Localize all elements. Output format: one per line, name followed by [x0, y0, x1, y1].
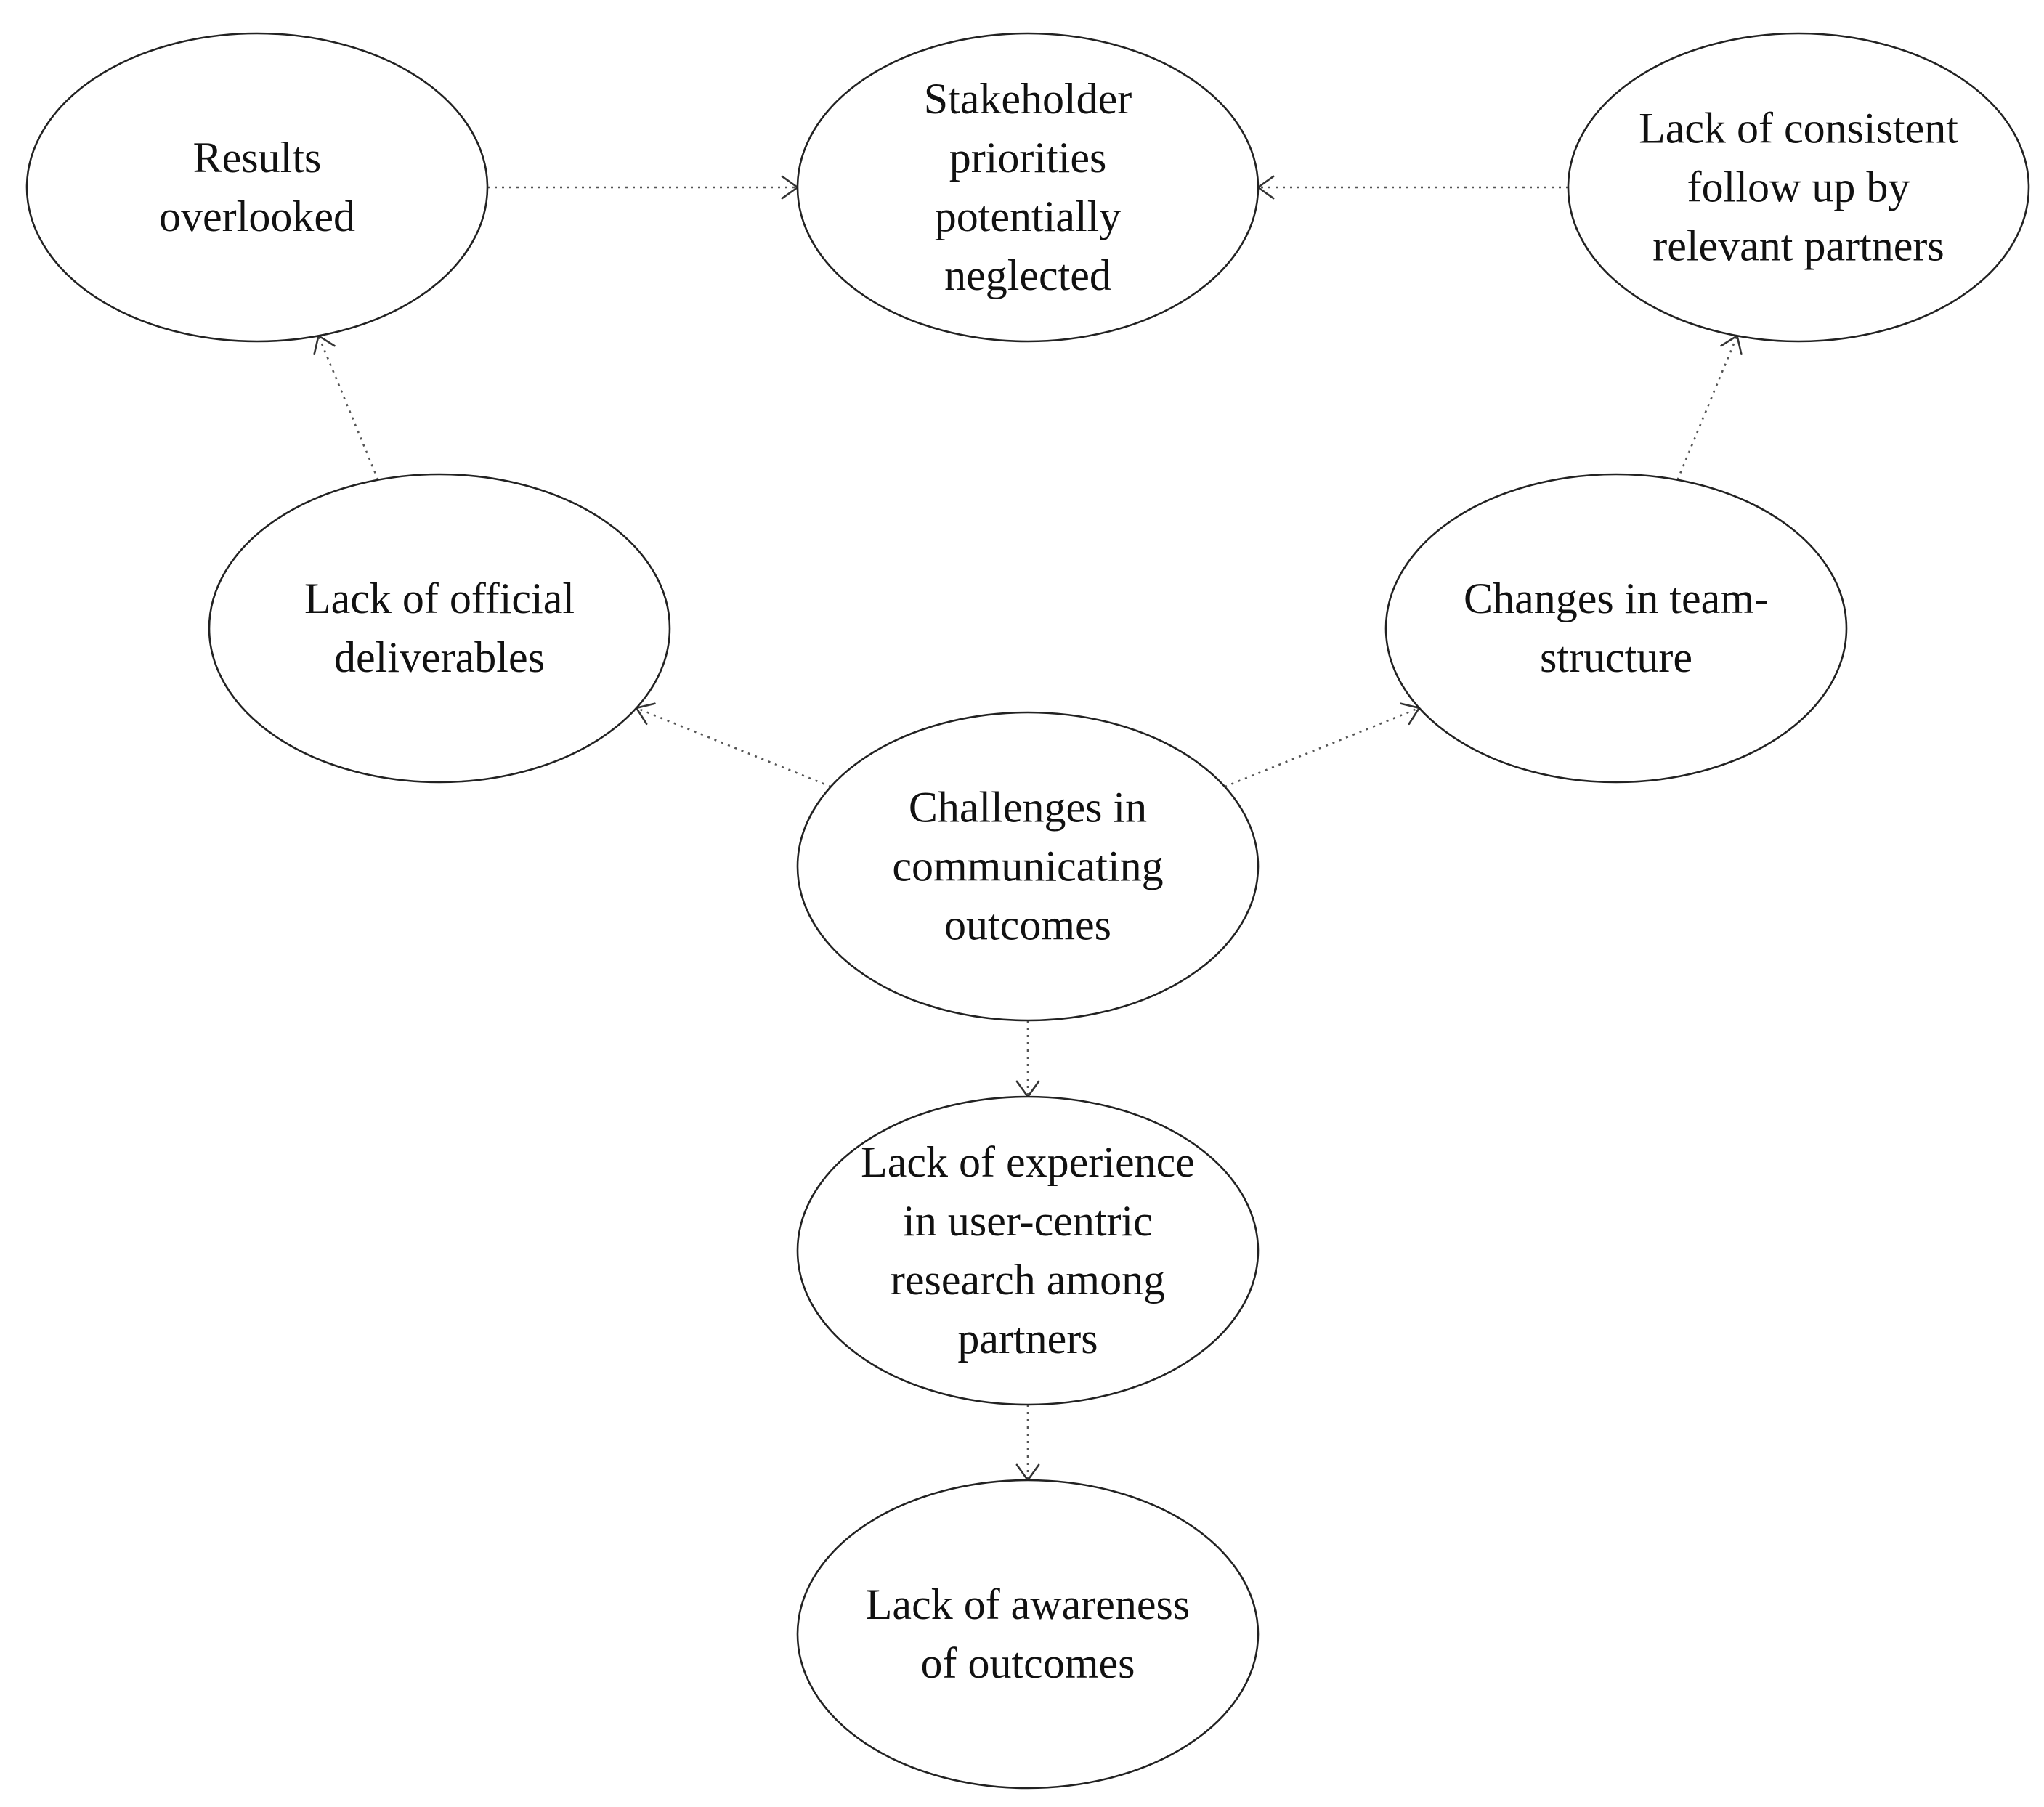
node-results-overlooked	[25, 32, 489, 343]
node-lack-deliverables	[208, 473, 671, 784]
node-lack-awareness	[796, 1479, 1260, 1790]
nodes-layer	[25, 32, 2030, 1790]
node-label-line: deliverables	[334, 633, 545, 681]
node-label-line: Changes in team-	[1464, 574, 1769, 622]
node-label-line: outcomes	[944, 901, 1111, 949]
node-label-lack-awareness: Lack of awareness of outcomes	[866, 1575, 1190, 1693]
node-stakeholder-priorities	[796, 32, 1260, 343]
node-label-line: Lack of awareness	[865, 1580, 1191, 1628]
node-label-line: Challenges in	[908, 783, 1148, 832]
edge-lack-deliverables-to-results-overlooked	[317, 335, 379, 481]
node-label-lack-experience: Lack of experience in user-centric researc…	[861, 1133, 1195, 1368]
node-label-line: of outcomes	[920, 1639, 1135, 1687]
node-label-line: in user-centric	[903, 1197, 1153, 1245]
node-label-changes-team: Changes in team-structure	[1464, 569, 1769, 687]
node-label-line: research among	[890, 1256, 1166, 1304]
node-lack-experience	[796, 1095, 1260, 1406]
edge-challenges-communicating-to-lack-deliverables-arrowhead	[635, 702, 656, 726]
node-label-line: Stakeholder	[923, 75, 1132, 123]
node-label-line: Lack of consistent	[1639, 104, 1958, 153]
node-label-line: communicating	[892, 842, 1164, 890]
node-lack-follow-up	[1567, 32, 2030, 343]
edge-lack-follow-up-to-stakeholder-priorities-arrowhead	[1257, 175, 1275, 200]
node-challenges-communicating	[796, 711, 1260, 1022]
node-label-line: priorities	[949, 134, 1107, 182]
edge-challenges-communicating-to-changes-team-arrowhead	[1400, 702, 1421, 726]
node-label-stakeholder-priorities: Stakeholder priorities potentially neglecte…	[924, 70, 1132, 305]
node-label-line: overlooked	[159, 192, 355, 240]
node-label-line: follow up by	[1687, 163, 1910, 211]
node-label-line: neglected	[944, 251, 1111, 299]
node-label-challenges-communicating: Challenges in communicating outcomes	[892, 779, 1163, 955]
node-label-line: partners	[957, 1315, 1098, 1363]
node-changes-team	[1384, 473, 1848, 784]
node-label-line: Results	[192, 134, 322, 182]
node-label-line: potentially	[934, 192, 1122, 240]
node-label-line: Lack of experience	[861, 1138, 1195, 1186]
node-label-results-overlooked: Results overlooked	[159, 129, 355, 246]
node-label-line: relevant partners	[1652, 222, 1944, 270]
node-label-lack-deliverables: Lack of official deliverables	[304, 569, 575, 687]
edge-changes-team-to-lack-follow-up	[1676, 335, 1738, 481]
node-label-line: structure	[1540, 633, 1692, 681]
node-label-line: Lack of official	[304, 574, 575, 622]
edge-challenges-communicating-to-lack-deliverables	[636, 707, 832, 788]
edge-results-overlooked-to-stakeholder-priorities-arrowhead	[781, 175, 799, 200]
node-label-lack-follow-up: Lack of consistent follow up by relevant p…	[1639, 100, 1958, 276]
edge-challenges-communicating-to-changes-team	[1224, 707, 1420, 788]
